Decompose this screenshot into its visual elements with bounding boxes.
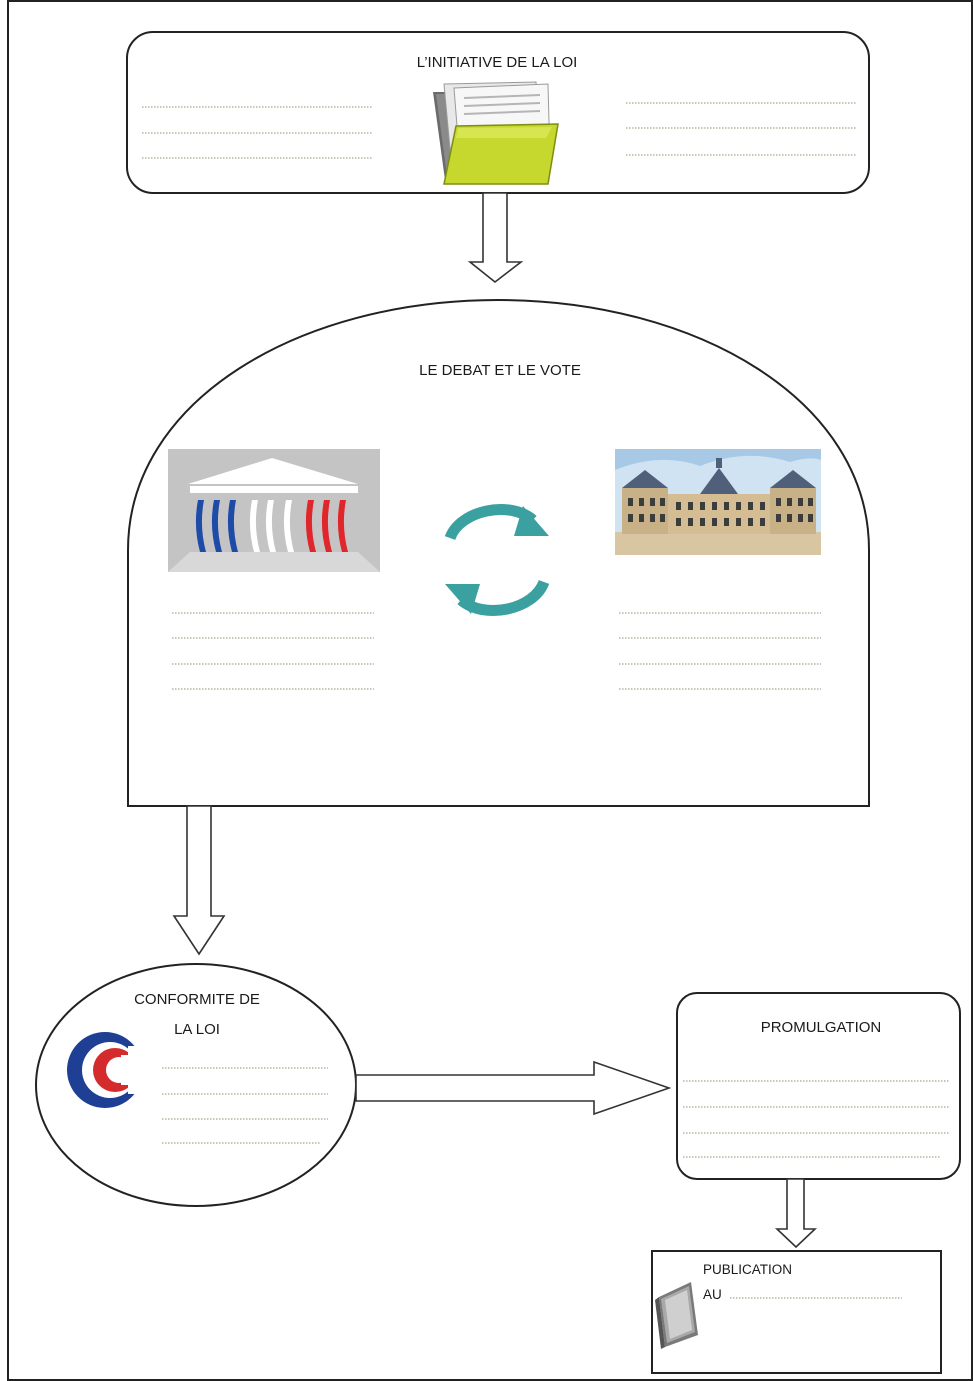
- arrow-promulgation-to-publication: [774, 1178, 818, 1249]
- publication-box: PUBLICATION AU: [651, 1250, 942, 1374]
- conformity-title-line1: CONFORMITE DE: [134, 991, 260, 1008]
- arrow-debate-to-conformity: [172, 805, 226, 956]
- conseil-constitutionnel-logo: [67, 1032, 148, 1108]
- promulgation-lines: [683, 1080, 950, 1158]
- journal-book-icon: [655, 1282, 698, 1349]
- conformity-ellipse: CONFORMITE DE LA LOI: [35, 963, 357, 1207]
- initiative-box: L’INITIATIVE DE LA LOI: [126, 31, 870, 194]
- debate-left-lines: [172, 612, 374, 690]
- assemblee-nationale-logo: [168, 449, 380, 572]
- promulgation-title: PROMULGATION: [761, 1019, 882, 1036]
- conformity-title-line2: LA LOI: [174, 1021, 220, 1038]
- exchange-arrows-icon: [444, 504, 550, 616]
- debate-box: LE DEBAT ET LE VOTE: [127, 298, 870, 807]
- initiative-right-lines: [626, 102, 856, 156]
- folder-documents-icon: [433, 81, 559, 185]
- conformity-lines: [162, 1067, 328, 1144]
- debate-title: LE DEBAT ET LE VOTE: [419, 362, 581, 379]
- senate-palace-image: [615, 449, 821, 555]
- promulgation-box: PROMULGATION: [676, 992, 961, 1180]
- arrow-conformity-to-promulgation: [355, 1060, 672, 1116]
- initiative-title: L’INITIATIVE DE LA LOI: [417, 54, 578, 71]
- debate-right-lines: [619, 612, 821, 690]
- publication-au-label: AU: [703, 1287, 722, 1302]
- arrow-initiative-to-debate: [467, 192, 524, 284]
- initiative-left-lines: [142, 106, 372, 159]
- publication-title: PUBLICATION: [703, 1262, 792, 1277]
